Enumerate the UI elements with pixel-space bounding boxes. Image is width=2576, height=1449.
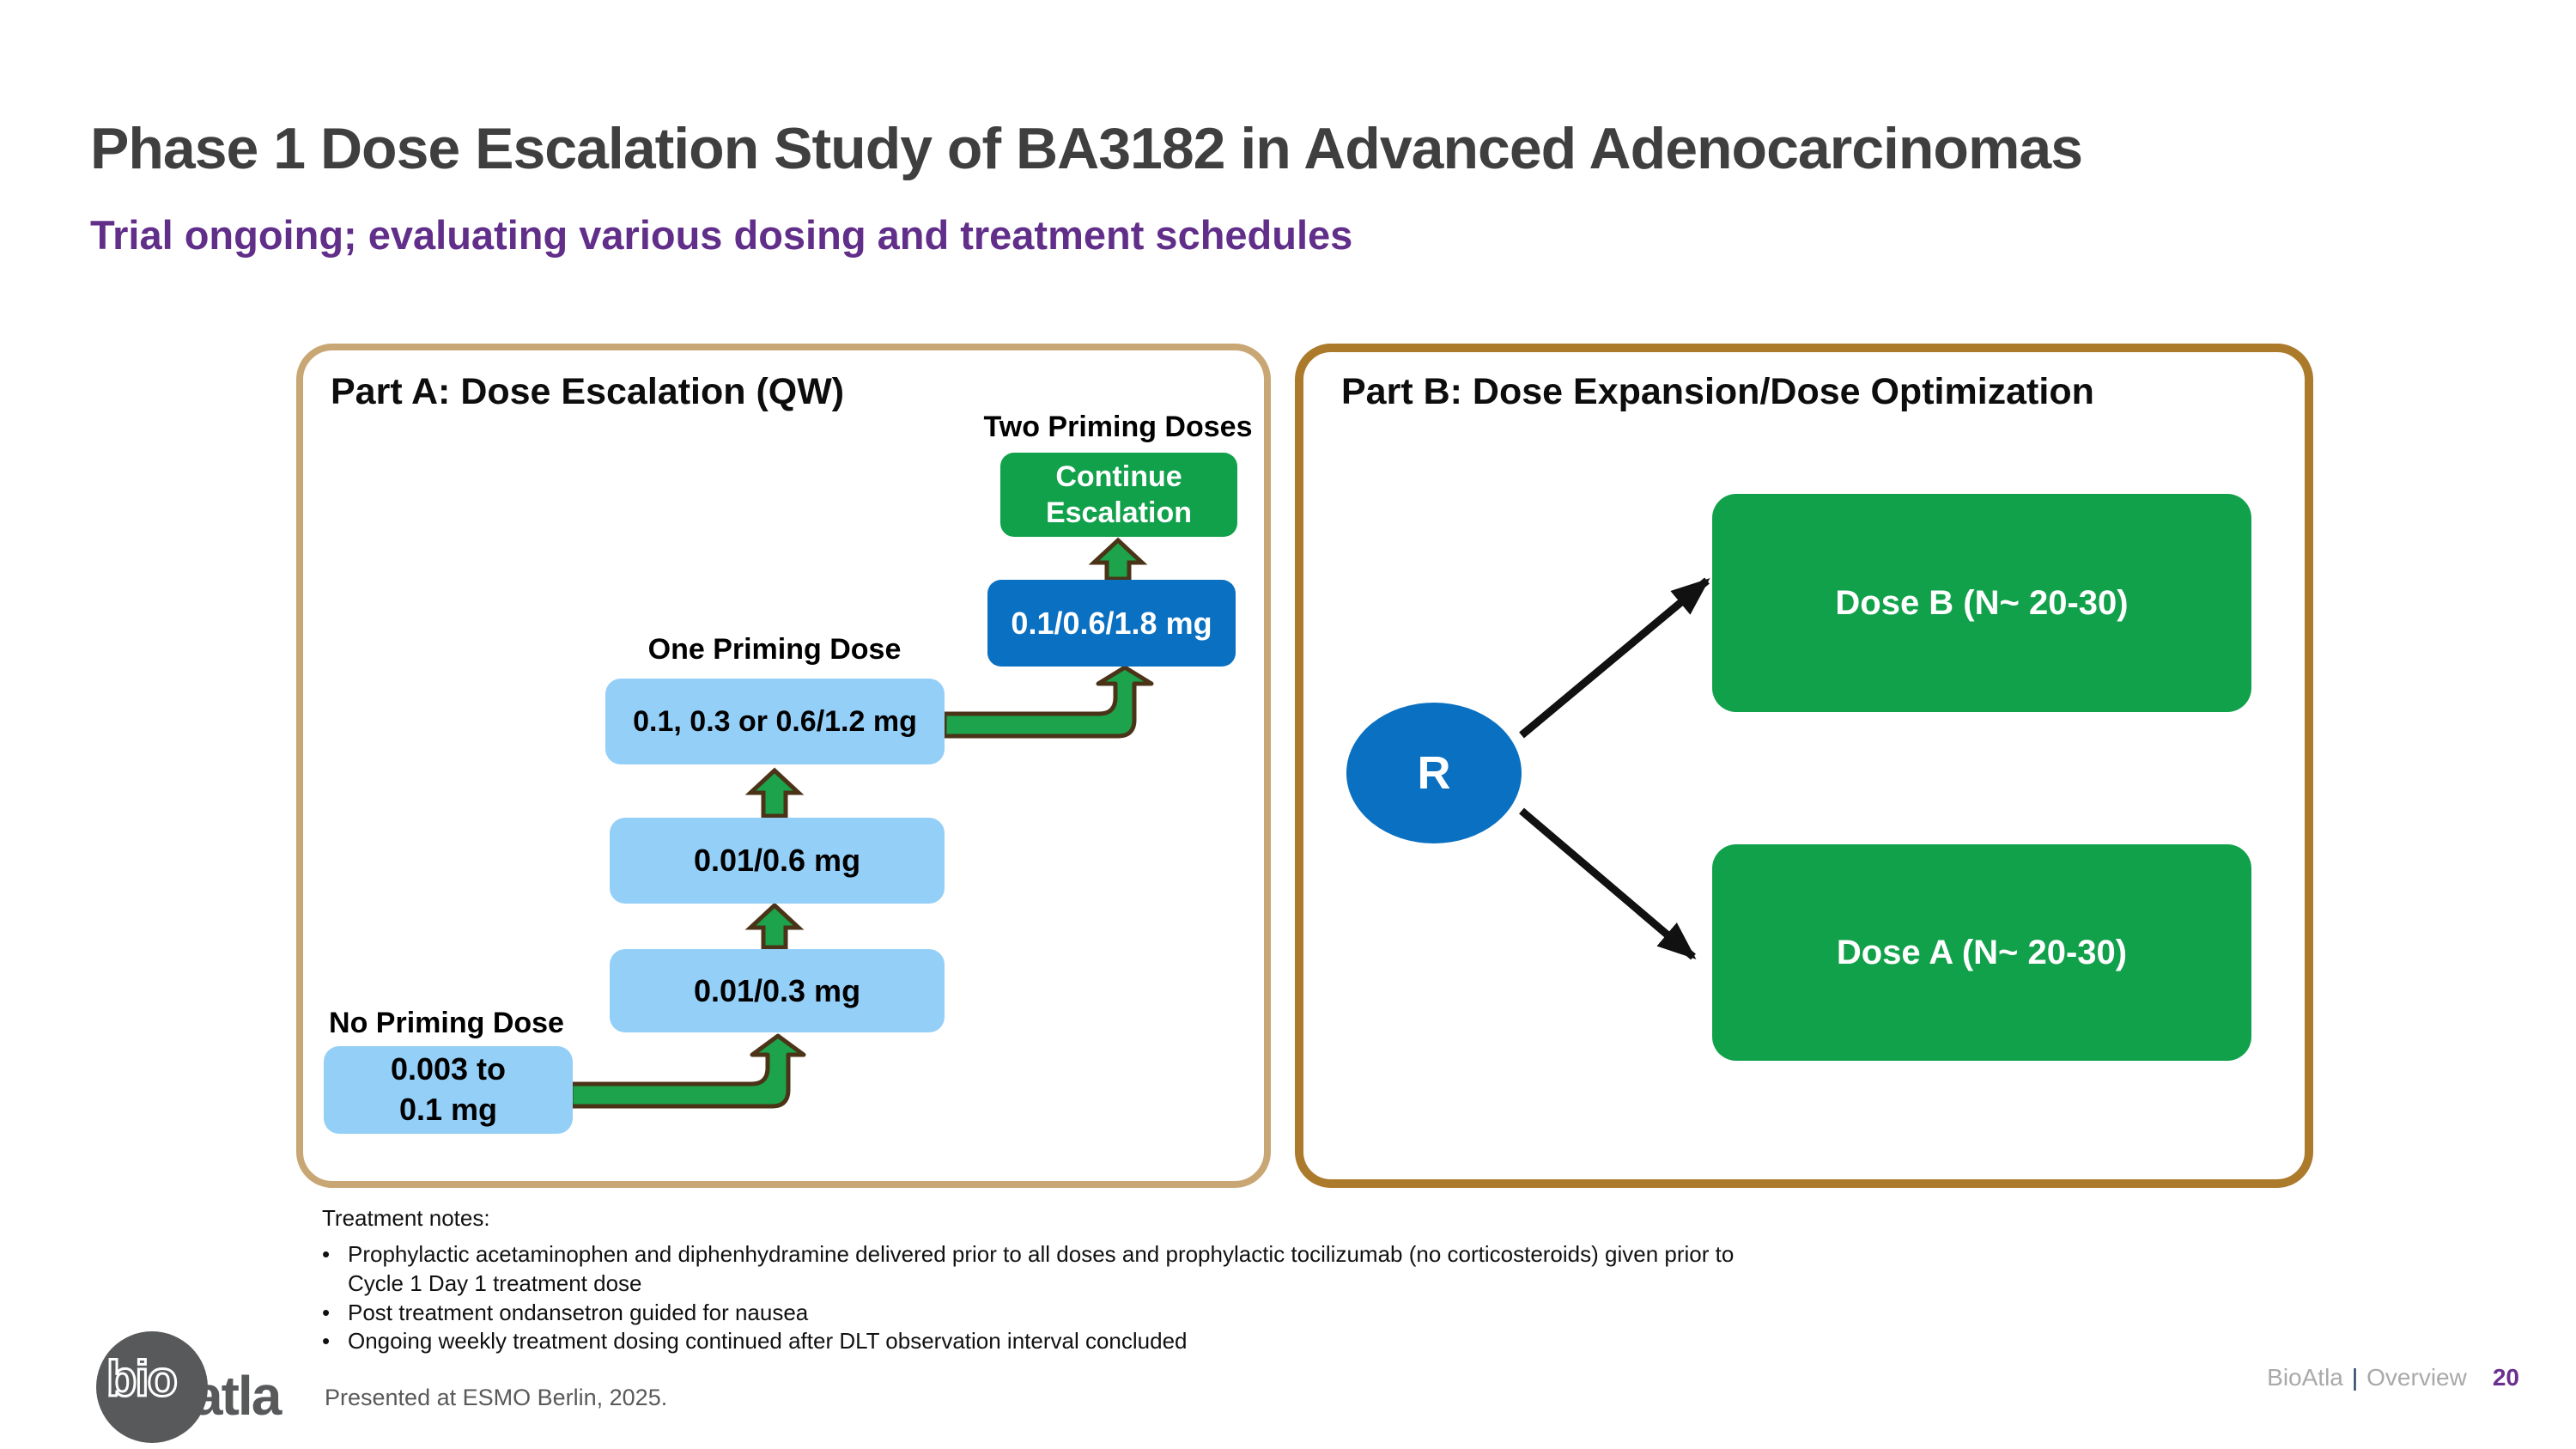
treatment-notes: Treatment notes: Prophylactic acetaminop…	[322, 1205, 1816, 1356]
note-bullet: Ongoing weekly treatment dosing continue…	[322, 1327, 1782, 1356]
note-text: Post treatment ondansetron guided for na…	[348, 1299, 809, 1325]
dose-box-level-3: 0.1, 0.3 or 0.6/1.2 mg	[605, 679, 945, 764]
dose-box-start: 0.003 to 0.1 mg	[324, 1046, 573, 1134]
bioatla-logo: bio atla	[96, 1330, 302, 1446]
page-number: 20	[2492, 1364, 2519, 1391]
randomization-label: R	[1417, 747, 1451, 799]
logo-circle-icon	[96, 1331, 208, 1443]
logo-atla-text: atla	[192, 1365, 282, 1427]
note-text: Prophylactic acetaminophen and diphenhyd…	[348, 1241, 1735, 1296]
dose-box-level-2: 0.01/0.6 mg	[610, 818, 945, 904]
page-subtitle: Trial ongoing; evaluating various dosing…	[90, 212, 1353, 258]
dose-box-top: 0.1/0.6/1.8 mg	[987, 580, 1236, 667]
footer-brand: BioAtla	[2267, 1364, 2343, 1391]
note-bullet: Post treatment ondansetron guided for na…	[322, 1299, 1782, 1328]
presented-footnote: Presented at ESMO Berlin, 2025.	[325, 1385, 668, 1410]
dose-start-line2: 0.1 mg	[398, 1092, 498, 1127]
one-priming-dose-label: One Priming Dose	[647, 633, 902, 666]
part-a-title: Part A: Dose Escalation (QW)	[331, 371, 845, 412]
two-priming-doses-label: Two Priming Doses	[983, 411, 1253, 443]
page-title: Phase 1 Dose Escalation Study of BA3182 …	[90, 116, 2083, 181]
no-priming-dose-label: No Priming Dose	[329, 1007, 564, 1039]
dose-box-level-1: 0.01/0.3 mg	[610, 949, 945, 1032]
note-bullet: Prophylactic acetaminophen and diphenhyd…	[322, 1240, 1782, 1299]
dose-start-line1: 0.003 to	[390, 1051, 507, 1087]
logo-bio-text: bio	[106, 1350, 179, 1409]
dose-a-box: Dose A (N~ 20-30)	[1712, 844, 2251, 1061]
footer-separator: |	[2351, 1364, 2359, 1391]
footer-brand-line: BioAtla | Overview 20	[2267, 1364, 2519, 1391]
note-text: Ongoing weekly treatment dosing continue…	[348, 1328, 1188, 1355]
randomization-ellipse: R	[1346, 703, 1522, 843]
continue-escalation-box: Continue Escalation	[1000, 453, 1237, 537]
footer-section: Overview	[2366, 1364, 2467, 1391]
treatment-notes-heading: Treatment notes:	[322, 1205, 490, 1231]
part-b-title: Part B: Dose Expansion/Dose Optimization	[1341, 371, 2094, 412]
dose-b-box: Dose B (N~ 20-30)	[1712, 494, 2251, 712]
